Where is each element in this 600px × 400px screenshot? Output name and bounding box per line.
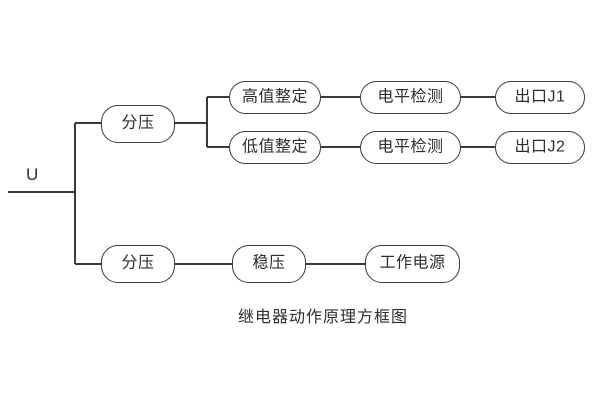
node-high-setting-label: 高值整定 <box>241 88 308 105</box>
node-divider-bottom[interactable]: 分压 <box>101 245 175 283</box>
node-output-j2-label: 出口J2 <box>514 138 566 155</box>
input-source-label: U <box>26 165 39 184</box>
node-level-detect-low[interactable]: 电平检测 <box>360 131 461 164</box>
node-low-setting[interactable]: 低值整定 <box>229 131 321 164</box>
diagram-caption: 继电器动作原理方框图 <box>238 309 409 326</box>
node-output-j1[interactable]: 出口J1 <box>495 81 585 114</box>
node-divider-bottom-label: 分压 <box>121 254 155 272</box>
node-low-setting-label: 低值整定 <box>241 138 308 155</box>
node-working-supply[interactable]: 工作电源 <box>365 245 460 283</box>
node-high-setting[interactable]: 高值整定 <box>229 81 321 114</box>
node-output-j1-label: 出口J1 <box>514 88 566 105</box>
node-level-detect-high-label: 电平检测 <box>377 88 444 105</box>
node-regulator-label: 稳压 <box>252 254 286 272</box>
node-output-j2[interactable]: 出口J2 <box>495 131 585 164</box>
node-divider-top-label: 分压 <box>121 114 155 132</box>
node-working-supply-label: 工作电源 <box>379 254 446 272</box>
node-level-detect-low-label: 电平检测 <box>377 138 444 155</box>
node-divider-top[interactable]: 分压 <box>101 105 175 143</box>
node-level-detect-high[interactable]: 电平检测 <box>360 81 461 114</box>
node-regulator[interactable]: 稳压 <box>232 245 306 283</box>
